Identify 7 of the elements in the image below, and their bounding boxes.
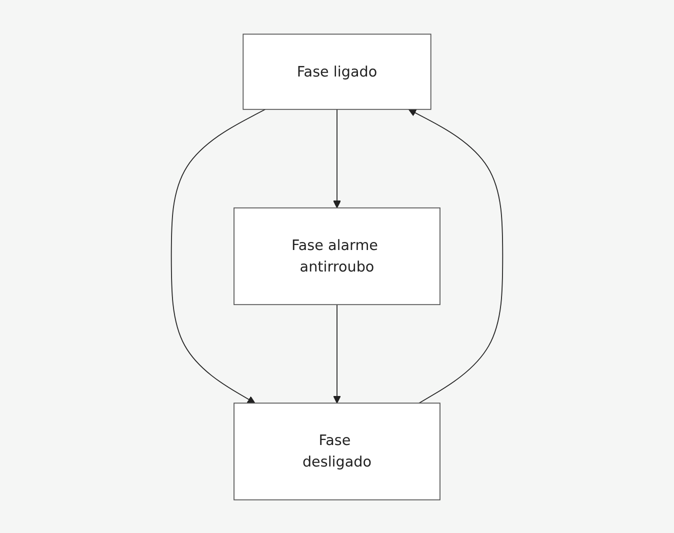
- arrow: [170, 108, 266, 403]
- node-box: Fase ligado: [242, 33, 432, 110]
- node-box: Fase alarme antirroubo: [234, 206, 440, 305]
- arrow: [333, 108, 341, 208]
- arrow: [333, 304, 341, 403]
- arrow: [408, 108, 504, 404]
- node-box: Fase desligado: [234, 402, 440, 500]
